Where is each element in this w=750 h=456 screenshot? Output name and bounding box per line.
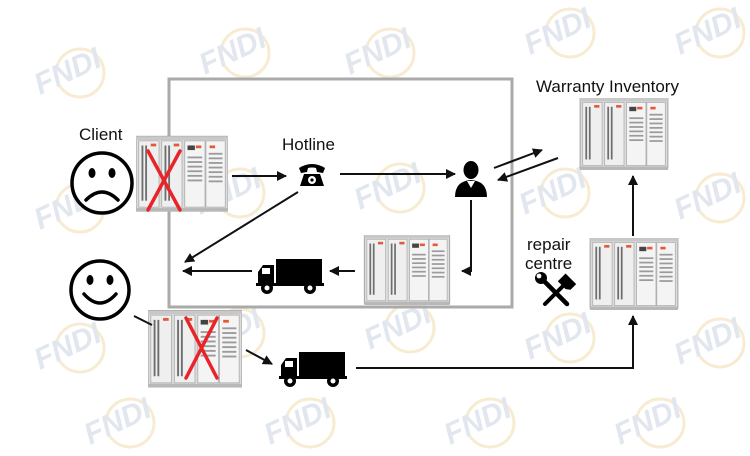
truck-icon <box>279 352 347 387</box>
faulty-cabinet-shipped <box>148 309 242 389</box>
label-centre: centre <box>525 254 572 273</box>
repair-centre-cabinet <box>589 238 679 310</box>
watermark-logo: FNDI <box>339 22 417 82</box>
arrow-hotline-to-client <box>184 191 299 263</box>
arrow-shipment-to-truck <box>245 349 273 365</box>
person-icon <box>455 161 487 197</box>
happy-face-icon <box>69 259 131 321</box>
watermark-logo: FNDI <box>259 392 337 452</box>
watermark-logo: FNDI <box>29 42 107 102</box>
watermark-logo: FNDI <box>519 2 597 62</box>
wrench-hammer-icon <box>535 272 577 307</box>
watermark-logo: FNDI <box>519 307 597 367</box>
truck-icon <box>256 259 324 294</box>
watermark-logo: FNDI <box>669 2 747 62</box>
arrow-truck-to-repair <box>356 315 638 369</box>
arrow-client-to-shipment <box>133 315 153 326</box>
label-client: Client <box>79 125 123 144</box>
watermark-logo: FNDI <box>669 167 747 227</box>
arrow-person-to-cabinet <box>462 200 472 272</box>
arrow-person-to-inventory <box>493 148 543 169</box>
watermark-logo: FNDI <box>29 317 107 377</box>
label-repair: repair <box>527 235 571 254</box>
arrow-inventory-to-person <box>497 157 559 182</box>
watermark-logo: FNDI <box>194 22 272 82</box>
telephone-icon <box>299 164 325 186</box>
warranty-inventory-cabinet <box>579 98 669 170</box>
watermark-logo: FNDI <box>609 392 687 452</box>
label-warranty-inventory: Warranty Inventory <box>536 77 679 96</box>
label-hotline: Hotline <box>282 135 335 154</box>
flow-arrows <box>133 148 638 369</box>
red-x-icon <box>146 149 182 212</box>
sad-face-icon <box>70 151 134 215</box>
watermark-logo: FNDI <box>439 392 517 452</box>
watermark-logo: FNDI <box>669 312 747 372</box>
faulty-cabinet-client <box>136 135 228 213</box>
replacement-cabinet <box>363 235 451 305</box>
watermark-logo: FNDI <box>79 392 157 452</box>
red-x-icon <box>184 316 219 380</box>
watermark-logo: FNDI <box>349 157 427 217</box>
